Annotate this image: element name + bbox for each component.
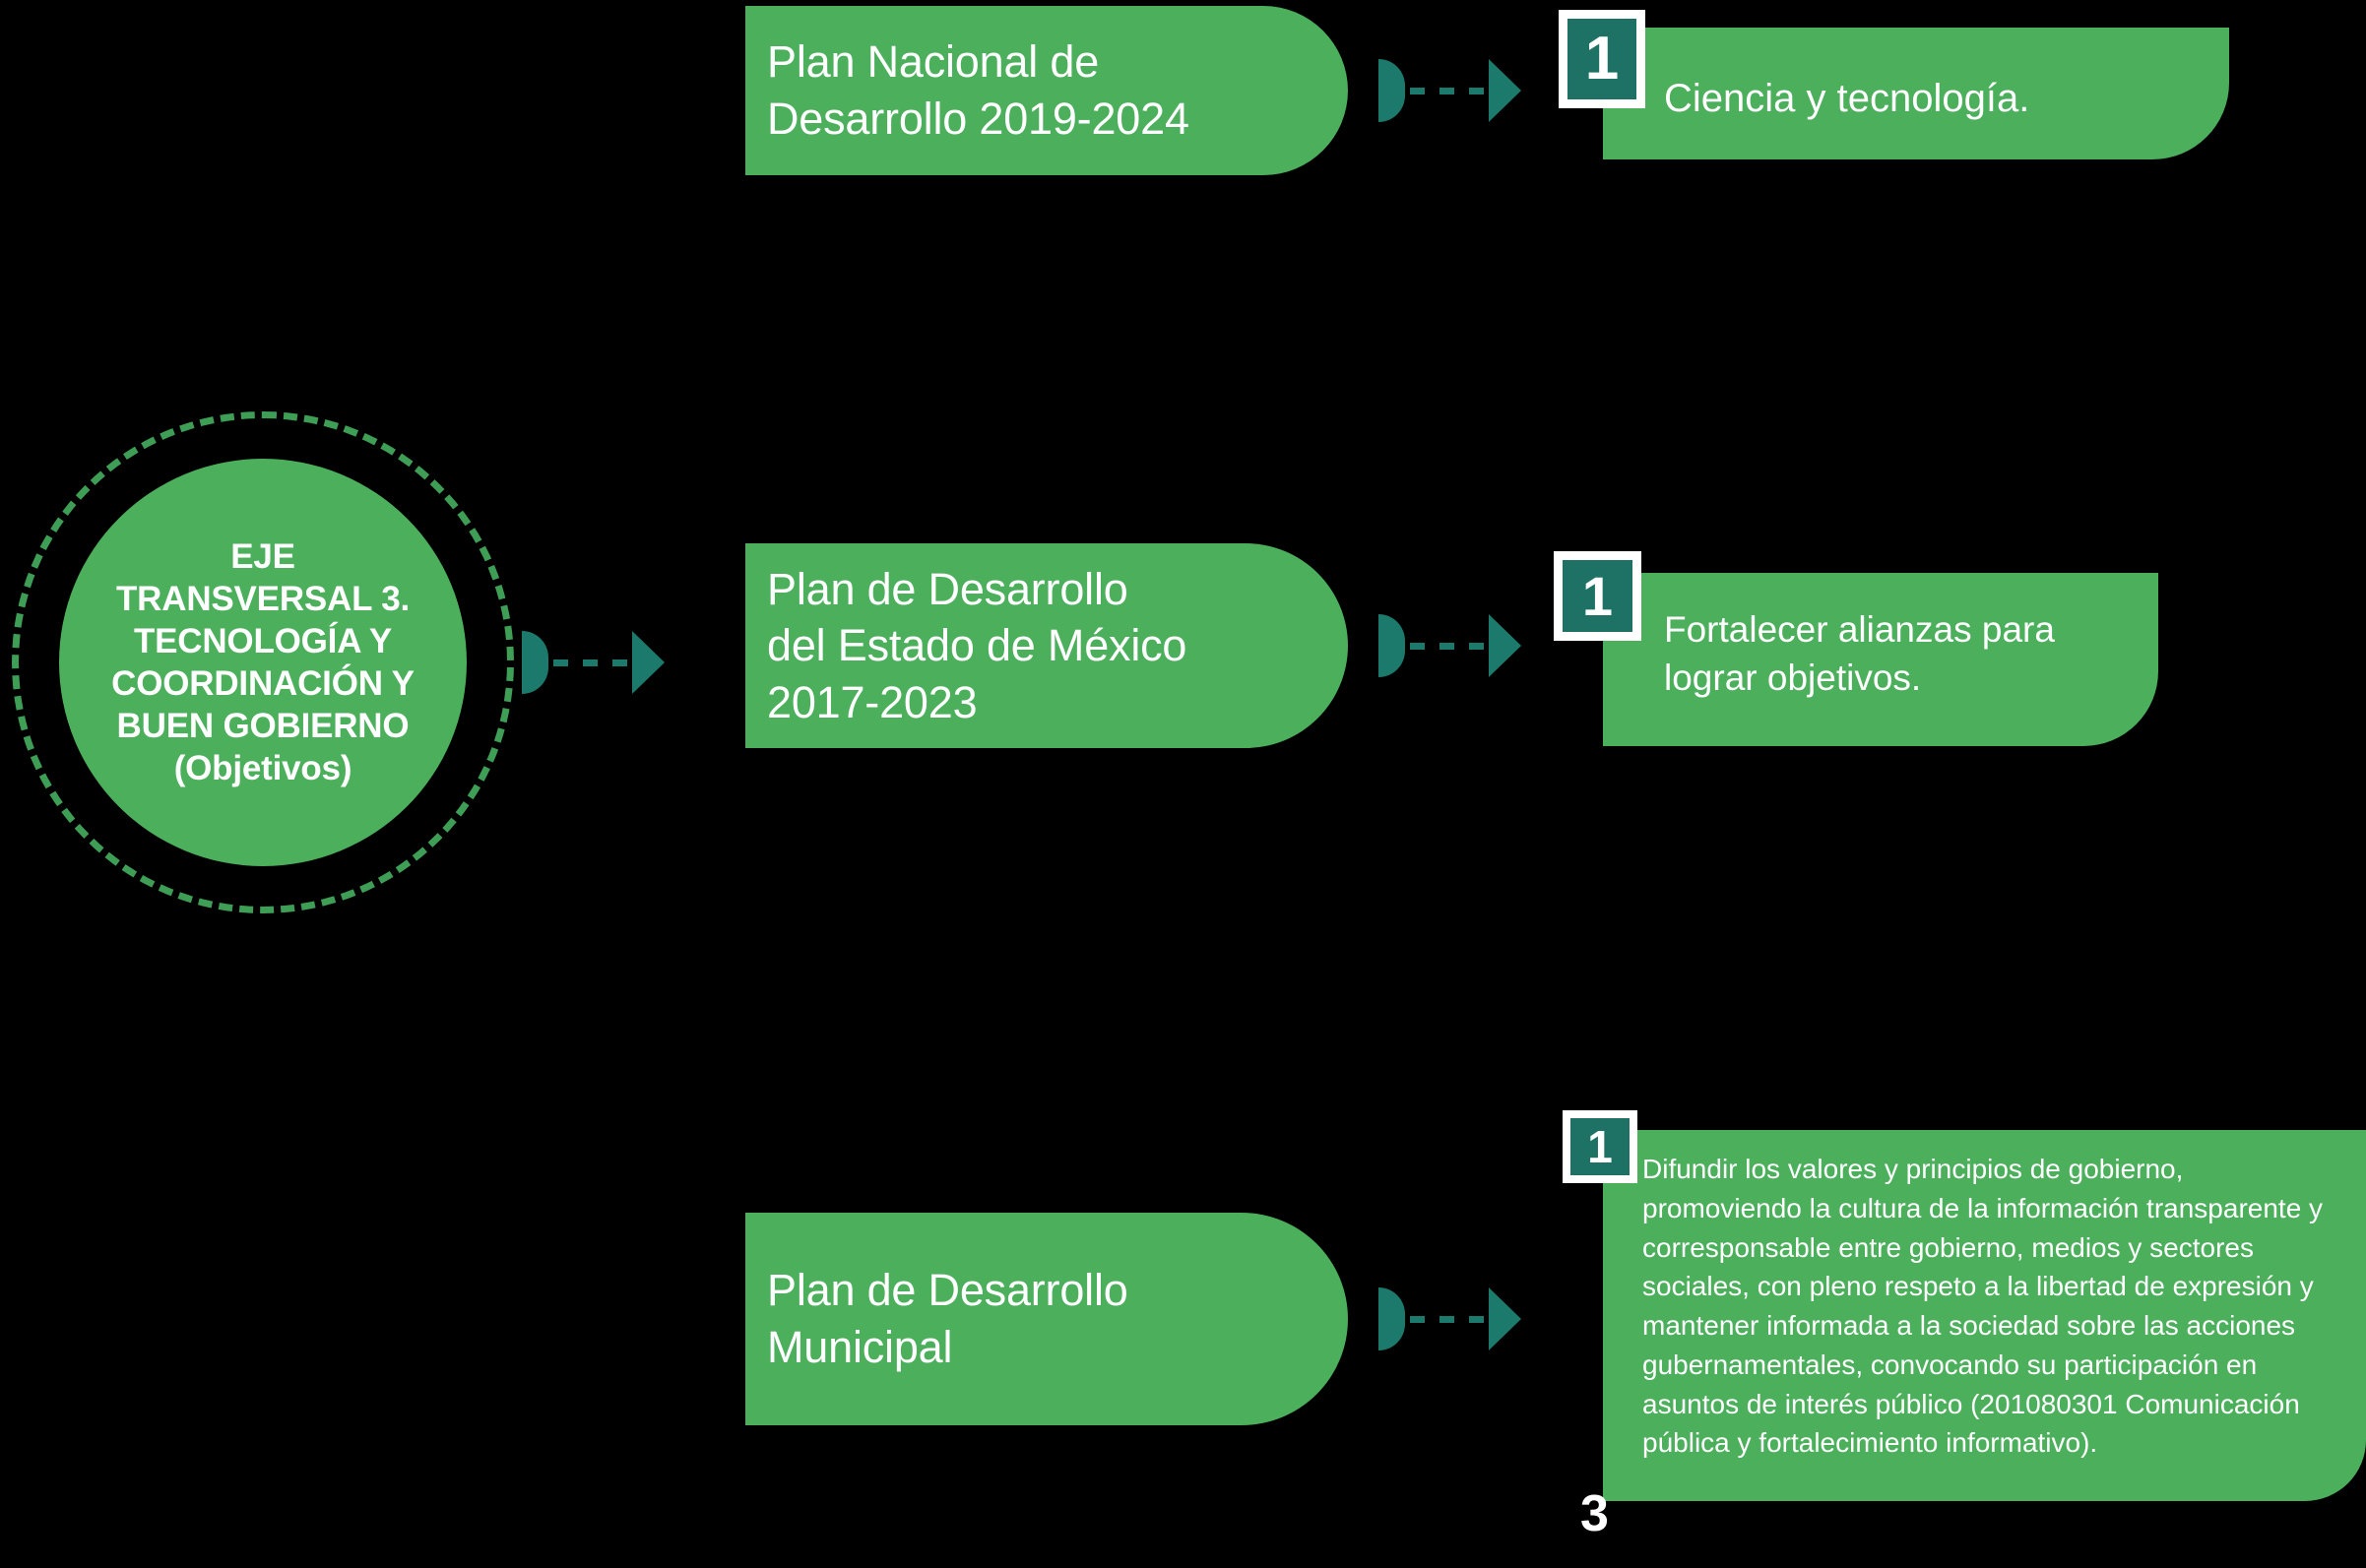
source-label-row-2: Plan de Desarrollo del Estado de México …	[767, 563, 1187, 727]
hub-circle[interactable]: EJE TRANSVERSAL 3. TECNOLOGÍA Y COORDINA…	[59, 459, 467, 866]
target-box-row-3[interactable]: Difundir los valores y principios de gob…	[1603, 1130, 2366, 1501]
connector-hub-to-source-2	[522, 618, 665, 707]
badge-row-1: 1	[1559, 10, 1645, 108]
connector-arrowhead-icon	[632, 631, 665, 694]
connector-row-1	[1378, 46, 1521, 135]
source-box-row-1[interactable]: Plan Nacional de Desarrollo 2019-2024	[745, 6, 1348, 175]
target-box-row-2[interactable]: Fortalecer alianzas para lograr objetivo…	[1603, 573, 2158, 746]
badge-inner-row-2: 1	[1563, 560, 1632, 632]
connector-arrowhead-icon	[1489, 614, 1521, 677]
connector-arrowhead-icon	[1489, 1287, 1521, 1350]
target-box-row-1[interactable]: Ciencia y tecnología.	[1603, 28, 2229, 159]
badge-number-row-3: 1	[1587, 1121, 1613, 1172]
connector-dashes-icon	[553, 659, 627, 666]
target-label-row-2: Fortalecer alianzas para lograr objetivo…	[1664, 609, 2055, 698]
source-box-row-2[interactable]: Plan de Desarrollo del Estado de México …	[745, 543, 1348, 748]
badge-inner-row-1: 1	[1567, 19, 1636, 99]
hub-label: EJE TRANSVERSAL 3. TECNOLOGÍA Y COORDINA…	[111, 536, 415, 788]
connector-row-2	[1378, 601, 1521, 690]
connector-dashes-icon	[1410, 1315, 1484, 1323]
badge-inner-row-3: 1	[1570, 1118, 1630, 1175]
source-label-row-1: Plan Nacional de Desarrollo 2019-2024	[767, 36, 1189, 144]
connector-row-3	[1378, 1275, 1521, 1363]
badge-row-3: 1	[1563, 1110, 1637, 1183]
connector-start-halfcircle-icon	[1378, 59, 1405, 122]
target-label-row-1: Ciencia y tecnología.	[1664, 77, 2030, 120]
connector-start-halfcircle-icon	[1378, 614, 1405, 677]
hub-dashed-ring	[12, 411, 514, 913]
badge-row-2: 1	[1554, 551, 1641, 641]
badge-number-row-1: 1	[1584, 25, 1620, 93]
target-label-row-3: Difundir los valores y principios de gob…	[1642, 1154, 2324, 1459]
connector-start-halfcircle-icon	[522, 631, 548, 694]
connector-arrowhead-icon	[1489, 59, 1521, 122]
connector-dashes-icon	[1410, 642, 1484, 650]
source-box-row-3[interactable]: Plan de Desarrollo Municipal	[745, 1213, 1348, 1425]
connector-start-halfcircle-icon	[1378, 1287, 1405, 1350]
page-number: 3	[1580, 1485, 1609, 1542]
badge-number-row-2: 1	[1581, 564, 1614, 627]
source-label-row-3: Plan de Desarrollo Municipal	[767, 1265, 1128, 1372]
connector-dashes-icon	[1410, 87, 1484, 94]
